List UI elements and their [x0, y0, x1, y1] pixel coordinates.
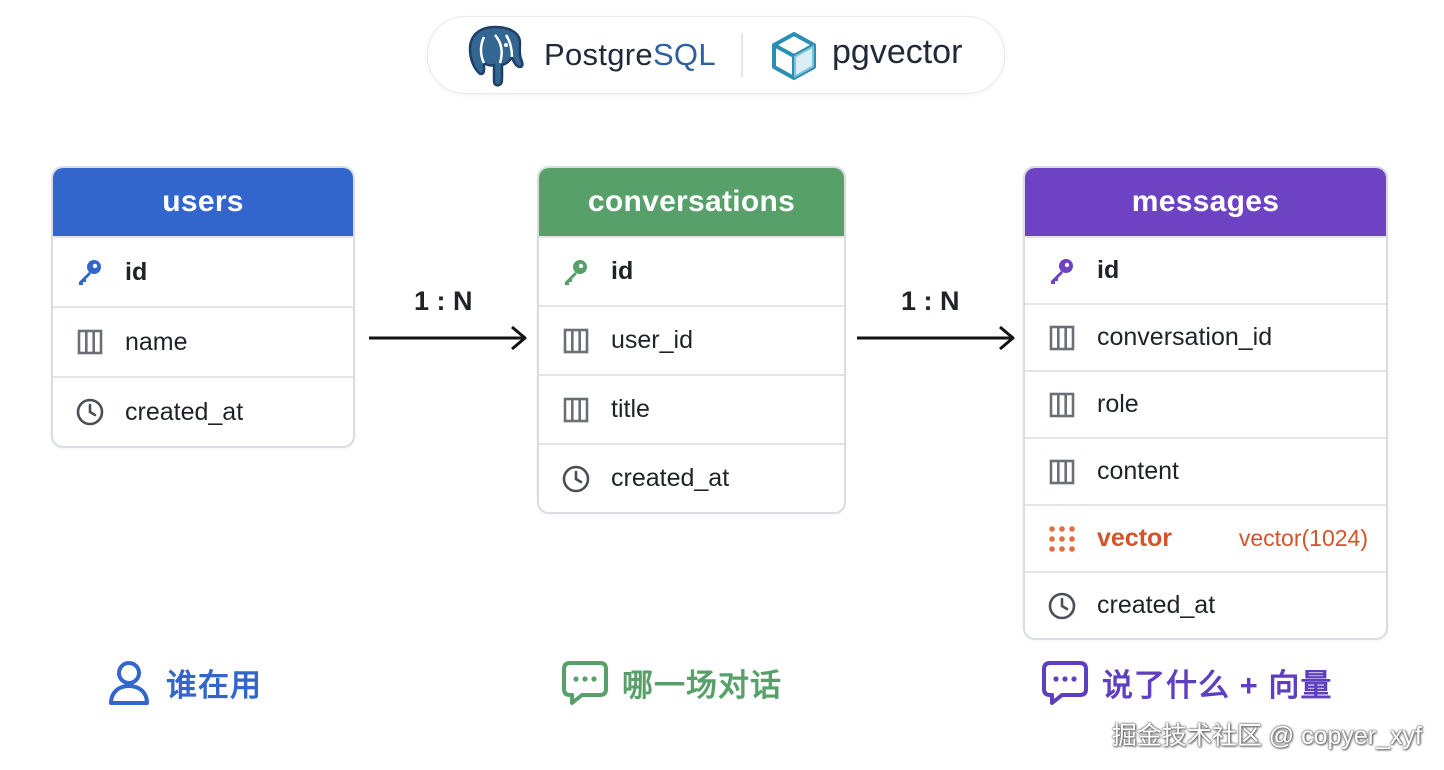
table-title: users	[53, 168, 353, 236]
field-name: user_id	[611, 326, 693, 354]
pgvector-wordmark: pgvector	[832, 33, 963, 71]
field-row-created-at: created_at	[1025, 571, 1386, 638]
field-name: created_at	[125, 397, 244, 426]
key-icon	[75, 257, 105, 287]
pgvector-cube-icon	[772, 32, 816, 80]
field-name: id	[1097, 256, 1120, 284]
field-name: created_at	[611, 464, 730, 492]
postgresql-wordmark: PostgreSQL	[544, 37, 716, 72]
caption-text: 谁在用	[166, 667, 262, 703]
field-name: title	[611, 395, 650, 423]
caption-text: 哪一场对话	[622, 667, 782, 703]
field-row-content: content	[1025, 437, 1386, 504]
chat-bubble-icon	[1042, 661, 1088, 705]
column-icon	[1047, 457, 1077, 487]
field-row-conversation-id: conversation_id	[1025, 303, 1386, 370]
field-row-created-at: created_at	[53, 376, 353, 446]
caption-users: 谁在用	[104, 656, 262, 708]
column-icon	[75, 327, 105, 357]
conversations-table: conversations id user_id title created_a…	[537, 166, 846, 514]
table-title: conversations	[539, 168, 844, 236]
key-icon	[1047, 256, 1077, 286]
column-icon	[561, 395, 591, 425]
clock-icon	[1047, 591, 1077, 621]
field-name: role	[1097, 390, 1139, 418]
field-row-user-id: user_id	[539, 305, 844, 374]
field-type: vector(1024)	[1238, 525, 1368, 551]
relation-label: 1 : N	[901, 286, 960, 316]
pill-divider	[741, 33, 743, 77]
caption-conversations: 哪一场对话	[560, 656, 782, 708]
field-name: id	[611, 257, 634, 285]
logo-header: PostgreSQL pgvector	[427, 16, 1005, 94]
key-icon	[561, 257, 591, 287]
field-row-vector: vector vector(1024)	[1025, 504, 1386, 571]
field-row-id: id	[1025, 236, 1386, 303]
field-name: vector	[1097, 524, 1173, 552]
field-name: conversation_id	[1097, 323, 1273, 351]
postgresql-elephant-icon	[468, 25, 524, 87]
users-table: users id name created_at	[51, 166, 355, 448]
field-row-created-at: created_at	[539, 443, 844, 512]
field-name: created_at	[1097, 591, 1216, 619]
relation-label: 1 : N	[414, 286, 473, 316]
vector-grid-icon	[1047, 524, 1077, 554]
field-row-name: name	[53, 306, 353, 376]
clock-icon	[75, 397, 105, 427]
clock-icon	[561, 464, 591, 494]
table-title: messages	[1025, 168, 1386, 236]
column-icon	[561, 326, 591, 356]
field-name: name	[125, 327, 188, 356]
caption-text: 说了什么 + 向量	[1102, 667, 1333, 703]
column-icon	[1047, 323, 1077, 353]
watermark: 掘金技术社区 @ copyer_xyf	[1111, 722, 1422, 750]
relation-arrow	[369, 325, 527, 351]
field-row-role: role	[1025, 370, 1386, 437]
field-row-title: title	[539, 374, 844, 443]
chat-bubble-icon	[562, 661, 608, 705]
caption-messages: 说了什么 + 向量	[1040, 656, 1332, 708]
relation-arrow	[857, 325, 1015, 351]
user-icon	[109, 661, 149, 705]
field-row-id: id	[539, 236, 844, 305]
messages-table: messages id conversation_id role content	[1023, 166, 1388, 640]
field-name: id	[125, 257, 148, 286]
column-icon	[1047, 390, 1077, 420]
field-name: content	[1097, 457, 1180, 485]
field-row-id: id	[53, 236, 353, 306]
